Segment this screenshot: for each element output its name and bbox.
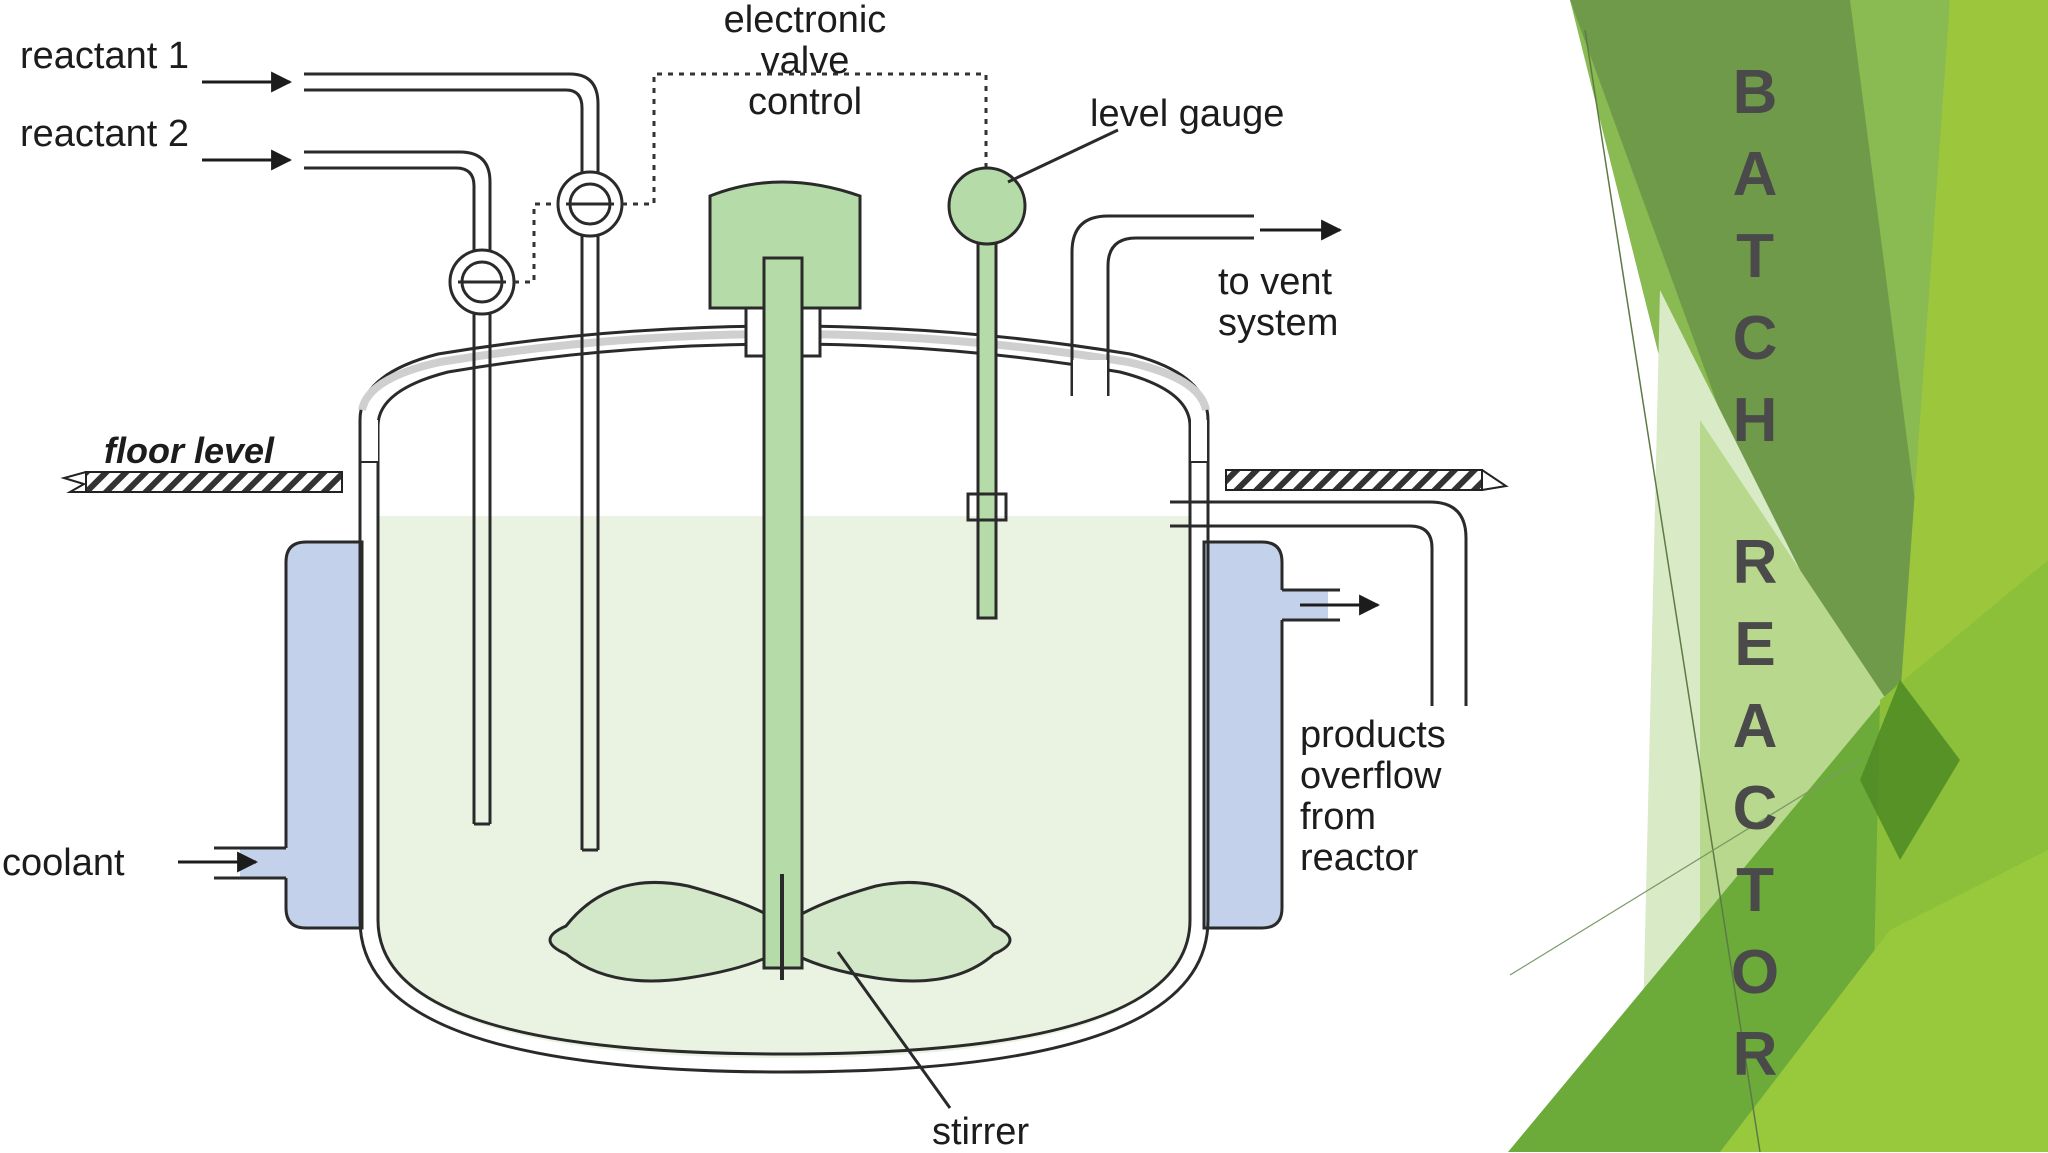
reactant-2-pipe: [304, 150, 492, 826]
floor-level-label: floor level: [104, 430, 275, 471]
title-letter: T: [1736, 856, 1774, 925]
reactant-2-label: reactant 2: [20, 113, 189, 155]
title-letter: A: [1732, 140, 1778, 209]
valve-reactant-1: [556, 170, 624, 238]
title-letter: O: [1730, 938, 1780, 1007]
vent-pipe: [1070, 214, 1254, 398]
coolant-label: coolant: [2, 842, 125, 884]
electronic-control-line: [514, 72, 988, 284]
title-letter: H: [1732, 386, 1778, 455]
level-gauge-label: level gauge: [1090, 93, 1285, 135]
stirrer-label: stirrer: [932, 1111, 1030, 1153]
valve-reactant-2: [448, 248, 516, 316]
floor-level: [60, 469, 1509, 493]
title-letter: C: [1732, 304, 1778, 373]
vent-line-1: to vent: [1218, 261, 1333, 303]
title-letter: R: [1732, 1020, 1778, 1089]
products-line-3: from: [1300, 796, 1376, 838]
stirrer: [548, 180, 1012, 1109]
valve-control-line-1: electronic: [723, 0, 887, 41]
title-letter: C: [1732, 774, 1778, 843]
reactant-1-label: reactant 1: [20, 35, 189, 77]
valve-control-line-2: valve: [760, 40, 850, 82]
title-letter: E: [1734, 610, 1776, 679]
valve-control-label: electronic valve control: [680, 0, 930, 123]
title-letter: T: [1736, 222, 1774, 291]
products-line-4: reactor: [1300, 837, 1419, 879]
products-overflow-label: products overflow from reactor: [1300, 715, 1446, 879]
vent-label: to vent system: [1218, 262, 1338, 344]
title-letter: A: [1732, 692, 1778, 761]
reactant-1-pipe: [304, 72, 600, 852]
overflow-pipe: [1170, 500, 1468, 706]
level-gauge: [947, 128, 1119, 620]
title-word-gap: [1700, 462, 1810, 522]
flow-arrows: [178, 71, 1381, 873]
slide-title-batch-reactor: B A T C H R E A C T O R: [1700, 52, 1810, 1096]
cooling-jacket: [214, 540, 1340, 930]
products-line-2: overflow: [1300, 755, 1442, 797]
title-letter: R: [1732, 528, 1778, 597]
decorative-green-panel: [1508, 0, 2048, 1152]
title-letter: B: [1732, 58, 1778, 127]
vent-line-2: system: [1218, 302, 1339, 344]
products-line-1: products: [1300, 714, 1446, 756]
valve-control-line-3: control: [747, 81, 863, 123]
